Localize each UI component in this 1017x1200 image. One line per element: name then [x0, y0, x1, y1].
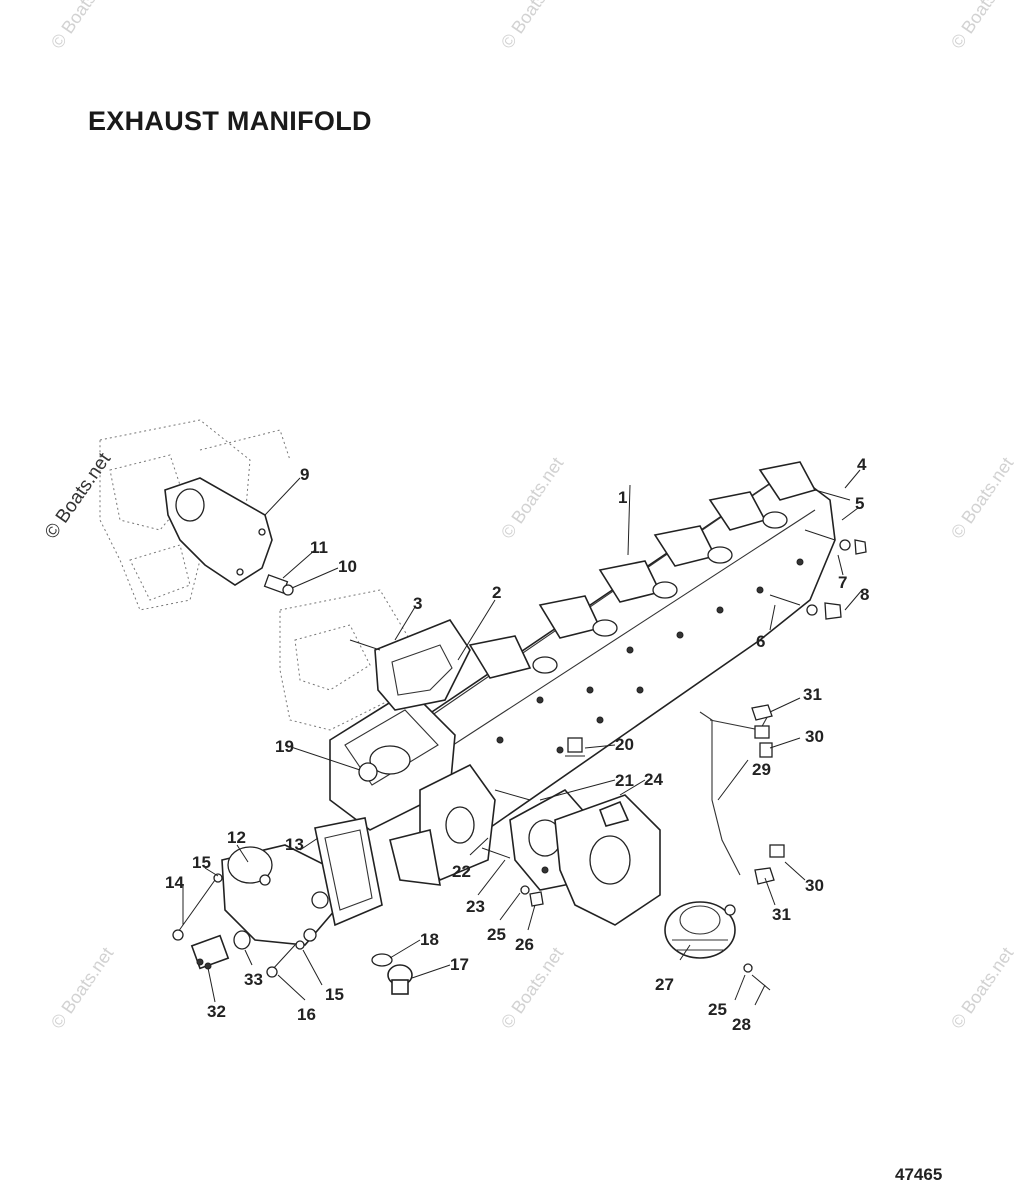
callout-9: 9 [300, 465, 309, 484]
callout-25b: 25 [708, 1000, 727, 1019]
callout-30b: 30 [805, 876, 824, 895]
callout-24: 24 [644, 770, 663, 789]
callout-6: 6 [756, 632, 765, 651]
part-2-gasket [374, 619, 471, 711]
watermark: © Boats.net [497, 0, 567, 52]
part-13-gasket [314, 817, 383, 927]
callout-15a: 15 [192, 853, 211, 872]
callout-14: 14 [165, 873, 184, 892]
parts-25-26 [520, 885, 544, 907]
leader-lines [182, 469, 863, 1006]
watermark: © Boats.net [947, 944, 1017, 1033]
part-19-fitting [358, 762, 378, 782]
callout-11: 11 [310, 538, 328, 557]
part-10-bolt [263, 574, 294, 596]
part-3-stud [349, 639, 381, 651]
callout-26: 26 [515, 935, 534, 954]
watermark: © Boats.net [47, 0, 117, 52]
callout-29: 29 [752, 760, 771, 779]
part-9-bracket [164, 477, 273, 586]
part-20-fitting [565, 737, 585, 757]
part-27-valve [664, 901, 771, 991]
callout-28: 28 [732, 1015, 751, 1034]
part-24-elbow [541, 794, 661, 926]
callout-21: 21 [615, 771, 634, 790]
callout-20: 20 [615, 735, 634, 754]
drawing-number: 47465 [895, 1165, 943, 1184]
callout-12: 12 [227, 828, 246, 847]
bolts-14-16 [172, 873, 305, 978]
callout-1: 1 [618, 488, 627, 507]
callout-31b: 31 [772, 905, 791, 924]
studs-4-5-6 [769, 489, 867, 620]
callout-19: 19 [275, 737, 294, 756]
callout-30a: 30 [805, 727, 824, 746]
callout-13: 13 [285, 835, 304, 854]
callout-4: 4 [857, 455, 867, 474]
callout-32: 32 [207, 1002, 226, 1021]
part-17-plug [371, 953, 413, 995]
part-12-housing [221, 844, 336, 946]
callout-25a: 25 [487, 925, 506, 944]
part-29-tube [699, 704, 785, 885]
callout-labels: 1 2 3 4 5 6 7 8 9 10 11 12 13 14 15 15 1… [165, 455, 869, 1034]
callout-33: 33 [244, 970, 263, 989]
engine-block-ghost [99, 419, 411, 731]
callout-27: 27 [655, 975, 674, 994]
part-1-manifold [329, 461, 836, 886]
callout-7: 7 [838, 573, 847, 592]
watermark: © Boats.net [947, 0, 1017, 52]
callout-10: 10 [338, 557, 357, 576]
callout-17: 17 [450, 955, 469, 974]
callout-23: 23 [466, 897, 485, 916]
watermark: © Boats.net [41, 449, 116, 543]
manifold-side-holes [496, 558, 804, 754]
callout-2: 2 [492, 583, 501, 602]
watermark: © Boats.net [47, 944, 117, 1033]
callout-3: 3 [413, 594, 422, 613]
watermark: © Boats.net [497, 454, 567, 543]
callout-16: 16 [297, 1005, 316, 1024]
watermark: © Boats.net [947, 454, 1017, 543]
callout-15b: 15 [325, 985, 344, 1004]
callout-18: 18 [420, 930, 439, 949]
watermark: © Boats.net [497, 944, 567, 1033]
manifold-ports [468, 461, 817, 679]
callout-8: 8 [860, 585, 869, 604]
callout-22: 22 [452, 862, 471, 881]
part-32-sender [190, 930, 251, 970]
callout-5: 5 [855, 494, 864, 513]
callout-31a: 31 [803, 685, 822, 704]
page-title: EXHAUST MANIFOLD [88, 106, 372, 136]
